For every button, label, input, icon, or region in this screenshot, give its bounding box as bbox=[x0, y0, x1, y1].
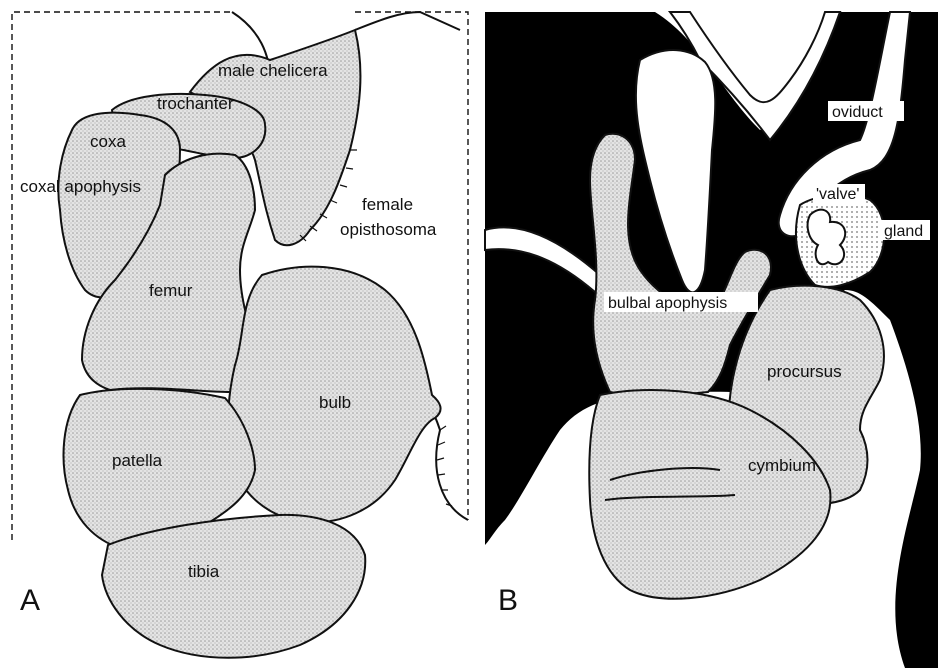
panel-letter-a: A bbox=[20, 584, 40, 617]
tibia bbox=[102, 515, 365, 658]
label-opisthosoma: opisthosoma bbox=[340, 220, 437, 239]
label-trochanter: trochanter bbox=[157, 94, 234, 113]
label-procursus: procursus bbox=[767, 362, 842, 381]
label-valve: 'valve' bbox=[816, 186, 859, 203]
label-bulb: bulb bbox=[319, 393, 351, 412]
label-bulbal-apophysis: bulbal apophysis bbox=[608, 295, 727, 312]
panel-a: male chelicera trochanter coxa coxal apo… bbox=[12, 12, 468, 658]
panel-letter-b: B bbox=[498, 584, 518, 617]
label-coxa: coxa bbox=[90, 132, 126, 151]
label-patella: patella bbox=[112, 451, 163, 470]
label-oviduct: oviduct bbox=[832, 104, 883, 121]
label-cymbium: cymbium bbox=[748, 456, 816, 475]
label-tibia: tibia bbox=[188, 562, 220, 581]
label-gland: gland bbox=[884, 223, 923, 240]
label-coxal-apophysis: coxal apophysis bbox=[20, 177, 141, 196]
label-male-chelicera: male chelicera bbox=[218, 61, 328, 80]
label-femur: femur bbox=[149, 281, 193, 300]
label-female: female bbox=[362, 195, 413, 214]
panel-b: oviduct 'valve' gland bulbal apophysis p… bbox=[485, 12, 938, 668]
